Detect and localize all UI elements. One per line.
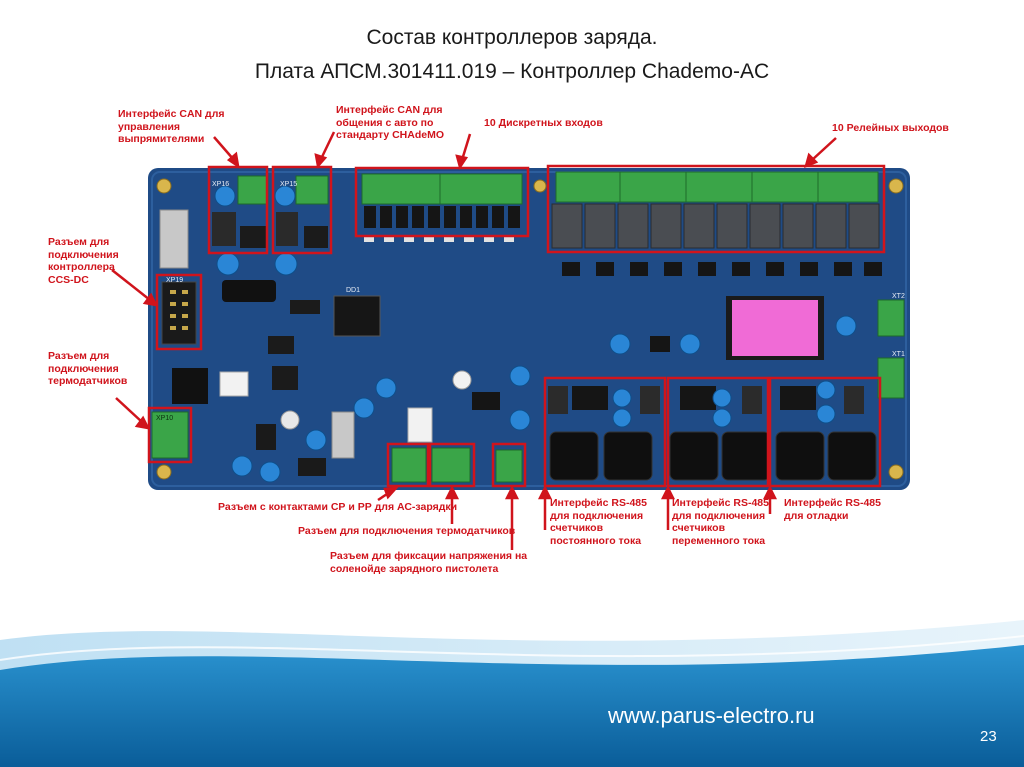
slide-title-line1: Состав контроллеров заряда.: [366, 26, 658, 49]
highlight-rs485-ac: [666, 376, 770, 488]
label-cp-pp-connector: Разъем с контактами СР и РР для АС-заряд…: [218, 501, 458, 513]
thermo-connector-bottom: [431, 447, 471, 483]
mcu-chip: [333, 295, 381, 337]
power-module: [732, 300, 818, 356]
dd1-marking: DD1: [346, 287, 360, 294]
highlight-rs485-debug: [768, 376, 882, 488]
annotation-arrows: [111, 131, 837, 550]
xp19-marking: XP19: [166, 277, 183, 284]
website-link[interactable]: www.parus-electro.ru: [608, 703, 815, 728]
highlight-solenoid: [491, 442, 527, 488]
highlight-thermo-left: [147, 406, 193, 464]
cp-pp-connector: [391, 447, 427, 483]
page-number: 23: [980, 728, 997, 745]
xp16-marking: XP16: [212, 181, 229, 188]
xt1-marking: XT1: [892, 351, 905, 358]
xp10-marking: XP10: [156, 415, 173, 422]
highlight-discrete-inputs: [354, 166, 530, 238]
highlight-can-vehicle: [271, 165, 333, 255]
solenoid-connector: [495, 449, 523, 483]
xp15-marking: XP15: [280, 181, 297, 188]
relay-block: [551, 203, 880, 249]
can-rectifier-connector: [237, 175, 269, 205]
can-vehicle-connector: [295, 175, 329, 205]
label-discrete-inputs: 10 Дискретных входов: [484, 117, 603, 129]
xt2-marking: XT2: [892, 293, 905, 300]
thermo-connector-left: [151, 411, 189, 459]
discrete-inputs-connector: [361, 173, 523, 205]
label-thermo-connector-bottom: Разъем для подключения термодатчиков: [298, 525, 516, 537]
highlight-ccs-connector: [155, 273, 203, 351]
relay-outputs-connector: [555, 171, 879, 203]
label-relay-outputs: 10 Релейных выходов: [832, 122, 949, 134]
highlight-cp-pp: [386, 442, 430, 488]
pcb-diagram: XP16 XP15 XP19 XP10 DD1: [111, 131, 910, 550]
footer-wave: [0, 620, 1024, 767]
xt1-terminal: [877, 357, 905, 399]
slide-title-line2: Плата АПСМ.301411.019 – Контроллер Chade…: [254, 60, 770, 83]
highlight-relay-outputs: [546, 164, 886, 254]
highlight-rs485-dc: [543, 376, 667, 488]
ccs-connector: [161, 281, 197, 345]
rs485-block: [548, 386, 864, 414]
xt2-terminal: [877, 299, 905, 337]
